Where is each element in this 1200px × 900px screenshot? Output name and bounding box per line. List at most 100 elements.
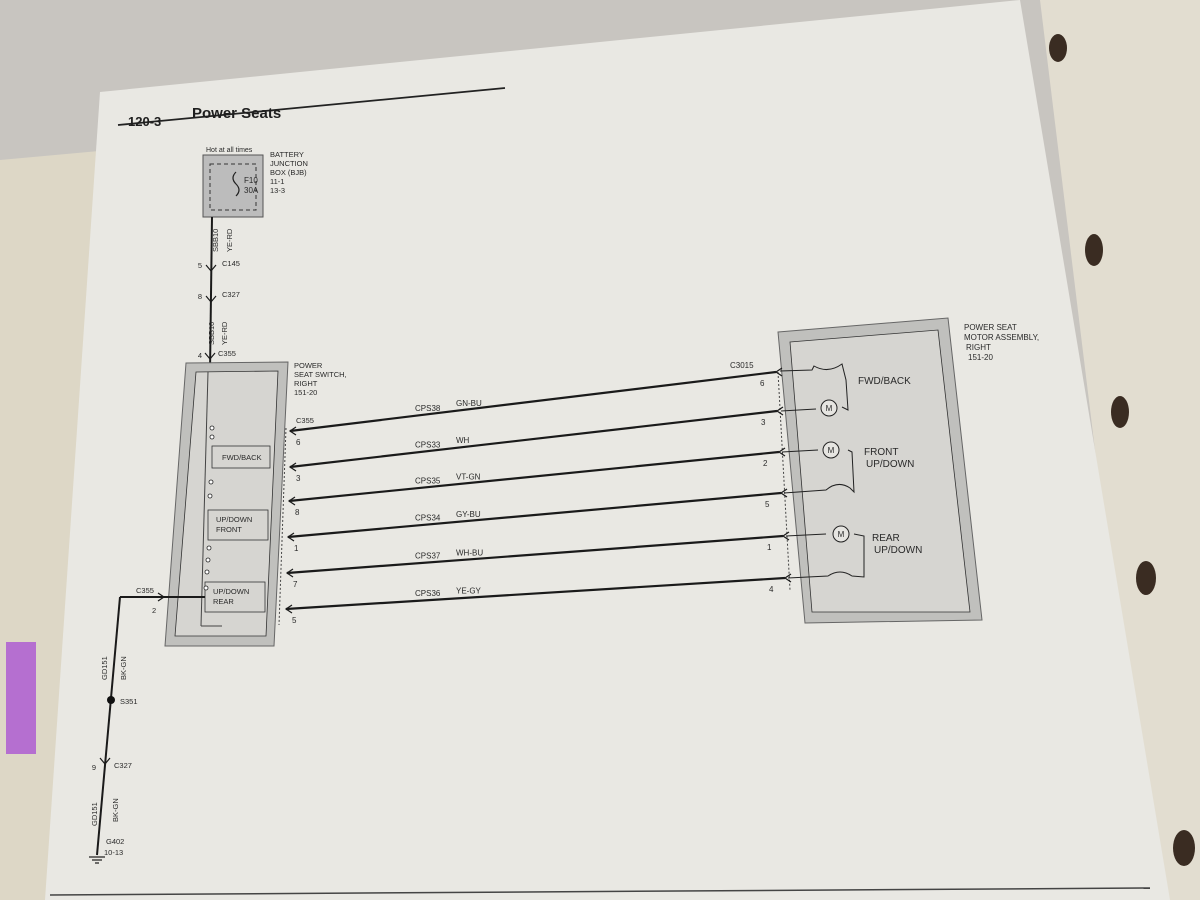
ground-color-top: BK-GN	[119, 656, 128, 680]
switch-section-fwd-back: FWD/BACK	[222, 453, 262, 462]
connector-arrow-icon	[99, 757, 111, 765]
feed-color-bottom: YE-RD	[220, 321, 229, 345]
splice-label: S351	[120, 697, 138, 706]
c145-pin: 5	[198, 261, 202, 270]
bjb-label-2: JUNCTION	[270, 159, 308, 168]
purple-tab	[6, 642, 36, 754]
switch-connector-label: C355	[296, 416, 314, 425]
switch-section-rear-1: UP/DOWN	[213, 587, 249, 596]
motor-connector-label: C3015	[730, 361, 754, 370]
wire-circuit-label: CPS37	[415, 551, 441, 560]
ground-circuit-bottom: GD151	[90, 802, 99, 826]
connector-arrow-icon	[205, 264, 217, 272]
splice-dot	[107, 696, 115, 704]
switch-block-front	[207, 509, 269, 541]
binder-hole	[1173, 830, 1195, 866]
bjb-label-5: 13-3	[270, 186, 285, 195]
bjb-label-4: 11-1	[270, 177, 284, 186]
connector-arrow-icon	[285, 568, 294, 578]
connector-arrow-icon	[286, 532, 295, 542]
svg-text:M: M	[826, 404, 833, 413]
ground-c355-pin: 2	[152, 606, 156, 615]
ground-c355-label: C355	[136, 586, 154, 595]
feed-circuit-bottom: SBB10	[207, 322, 216, 345]
wire-line	[289, 370, 777, 433]
ground-c327-label: C327	[114, 761, 132, 770]
connector-arrow-icon	[287, 496, 296, 506]
ground-point-label: G402	[106, 837, 124, 846]
connector-arrow-icon	[288, 426, 297, 436]
wire-line	[285, 576, 786, 611]
connector-arrow-icon	[783, 573, 792, 583]
wire-color-label: YE-GY	[456, 586, 482, 595]
ground-ref-label: 10-13	[104, 848, 123, 857]
next-page-edge	[1040, 0, 1200, 900]
wire-circuit-label: CPS33	[415, 441, 441, 450]
switch-label-4: 151-20	[294, 388, 317, 397]
c355-feed-pin: 4	[198, 351, 202, 360]
switch-bus	[200, 371, 209, 627]
switch-connector-dashes	[278, 427, 287, 626]
wire-line	[289, 409, 778, 469]
motor-label-fwd-back: FWD/BACK	[858, 376, 911, 387]
switch-section-rear-2: REAR	[213, 597, 234, 606]
wire-circuit-label: CPS36	[415, 589, 441, 598]
motor-assembly-label-4: 151-20	[968, 353, 993, 362]
switch-label-1: POWER	[294, 361, 323, 370]
wire-color-label: VT-GN	[456, 472, 481, 481]
motor-icon	[822, 441, 840, 459]
switch-pin-label: 7	[293, 580, 298, 589]
connector-arrow-icon	[777, 447, 786, 457]
c355-feed-label: C355	[218, 349, 236, 358]
motor-label-rear-1: REAR	[872, 533, 900, 544]
wire-circuit-label: CPS34	[415, 514, 441, 523]
wire-line	[288, 450, 780, 503]
motor-assembly-label-2: MOTOR ASSEMBLY,	[964, 333, 1039, 342]
binder-holes	[1049, 34, 1195, 866]
switch-section-front-1: UP/DOWN	[216, 515, 252, 524]
feed-wire: SBB10 YE-RD SBB10 YE-RD 5 C145 8 C327 4 …	[198, 216, 240, 373]
wire-color-label: WH-BU	[456, 548, 483, 557]
switch-block-fwd-back	[211, 445, 271, 469]
battery-junction-box: Hot at all times F10 30A BATTERY JUNCTIO…	[202, 147, 308, 218]
motor-front-up-down: M	[822, 441, 840, 459]
motor-icon	[832, 525, 850, 543]
page-title: Power Seats	[192, 105, 281, 122]
header-rule	[117, 87, 506, 126]
c327-pin: 8	[198, 292, 202, 301]
wire-line	[287, 491, 782, 539]
binder-hole	[1111, 396, 1129, 428]
binder-hole	[1085, 234, 1103, 266]
hot-at-all-times-label: Hot at all times	[206, 147, 253, 154]
switch-block-rear	[204, 581, 266, 613]
motor-pin-label: 1	[767, 543, 772, 552]
connector-arrow-icon	[157, 592, 166, 602]
connector-arrow-icon	[205, 295, 217, 303]
switch-pin-label: 1	[294, 544, 299, 553]
motor-assembly-label-1: POWER SEAT	[964, 323, 1017, 332]
fuse-rating: 30A	[244, 186, 259, 195]
motor-pin-label: 5	[765, 500, 770, 509]
connector-arrow-icon	[204, 352, 216, 360]
motor-assembly-label-3: RIGHT	[966, 343, 991, 352]
page-sheet	[45, 0, 1170, 900]
motor-label-front-2: UP/DOWN	[866, 459, 914, 470]
power-seat-motor-assembly: POWER SEAT MOTOR ASSEMBLY, RIGHT 151-20 …	[730, 317, 1039, 624]
wire-line	[286, 534, 784, 575]
power-seat-switch: POWER SEAT SWITCH, RIGHT 151-20 C355 FWD…	[164, 361, 347, 647]
connector-arrow-icon	[781, 531, 790, 541]
motor-icon	[820, 399, 838, 417]
switch-section-front-2: FRONT	[216, 525, 242, 534]
c145-label: C145	[222, 259, 240, 268]
wire-color-label: GN-BU	[456, 399, 482, 408]
motor-pin-label: 6	[760, 379, 765, 388]
connector-arrow-icon	[284, 604, 293, 614]
footer-rule	[49, 887, 1151, 896]
feed-color-top: YE-RD	[225, 228, 234, 252]
